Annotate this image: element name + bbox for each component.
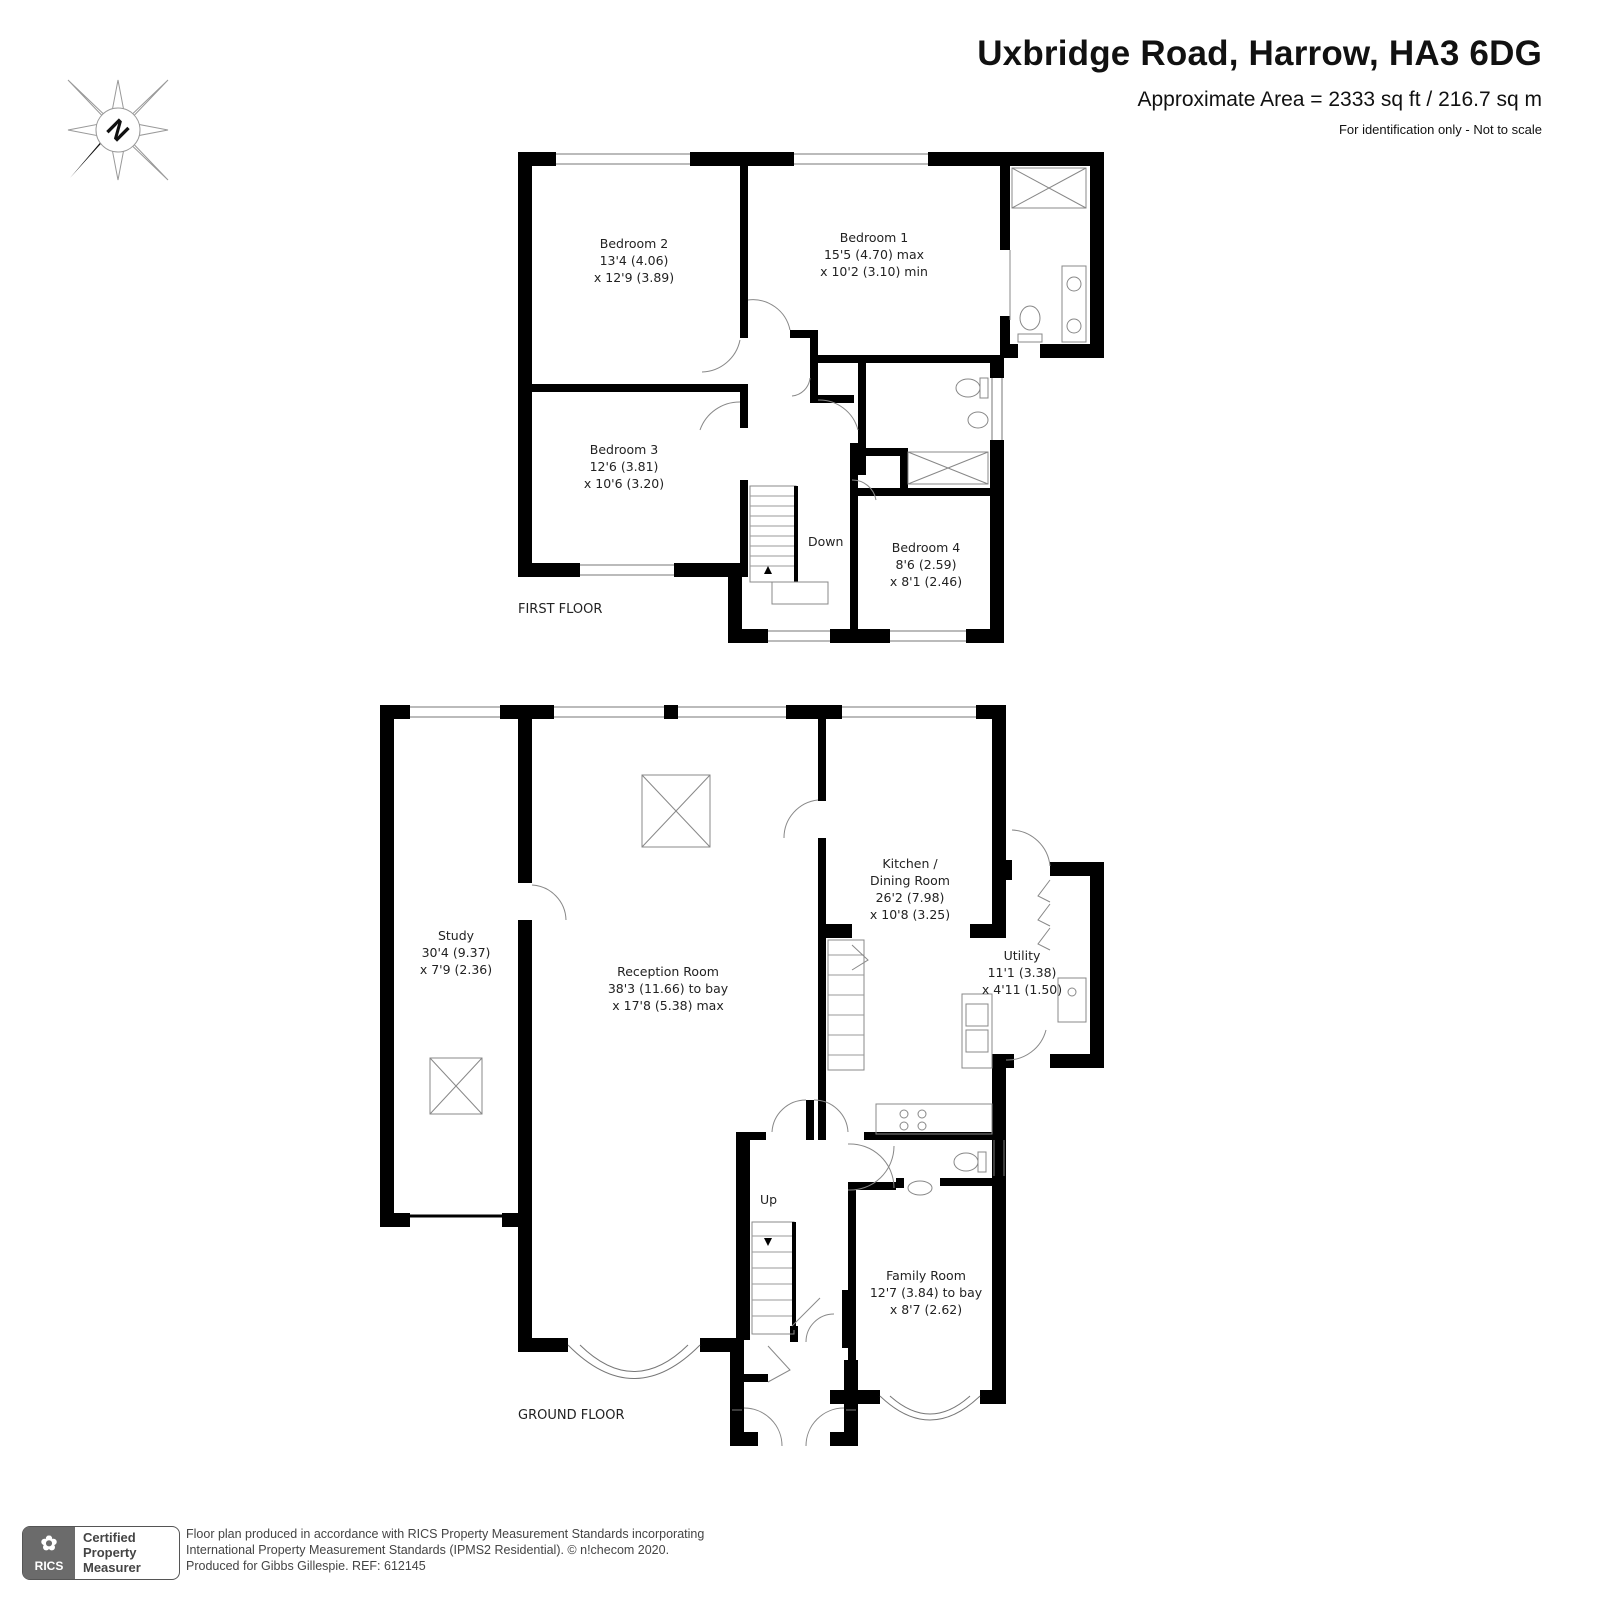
ground-floor-fixtures bbox=[429, 774, 1087, 1447]
footer-disclaimer: Floor plan produced in accordance with R… bbox=[186, 1527, 705, 1573]
svg-text:Kitchen /: Kitchen / bbox=[882, 856, 938, 871]
ground-floor-label: GROUND FLOOR bbox=[518, 1408, 624, 1423]
basin bbox=[907, 1180, 933, 1196]
svg-text:Bedroom 2: Bedroom 2 bbox=[600, 236, 668, 251]
kitchen-worktop bbox=[875, 1103, 993, 1135]
toilet bbox=[953, 1152, 979, 1172]
room-label-reception-room: Reception Room 38'3 (11.66) to bay x 17'… bbox=[608, 964, 729, 1013]
svg-text:x 10'2 (3.10) min: x 10'2 (3.10) min bbox=[820, 264, 928, 279]
basin bbox=[967, 411, 989, 429]
toilet bbox=[955, 378, 981, 398]
stairs-down-arrow bbox=[764, 566, 772, 574]
svg-text:38'3 (11.66) to bay: 38'3 (11.66) to bay bbox=[608, 981, 729, 996]
stairs-up-label: Up bbox=[760, 1192, 777, 1207]
svg-text:x 8'1 (2.46): x 8'1 (2.46) bbox=[890, 574, 962, 589]
svg-text:Utility: Utility bbox=[1004, 948, 1041, 963]
svg-text:26'2 (7.98): 26'2 (7.98) bbox=[876, 890, 945, 905]
svg-text:8'6 (2.59): 8'6 (2.59) bbox=[896, 557, 957, 572]
svg-text:x 10'8 (3.25): x 10'8 (3.25) bbox=[870, 907, 950, 922]
first-floor-label: FIRST FLOOR bbox=[518, 602, 602, 617]
stairs-down-label: Down bbox=[808, 534, 843, 549]
stairs bbox=[749, 485, 797, 583]
room-label-utility: Utility 11'1 (3.38) x 4'11 (1.50) bbox=[982, 948, 1062, 997]
svg-text:30'4 (9.37): 30'4 (9.37) bbox=[422, 945, 491, 960]
svg-text:Study: Study bbox=[438, 928, 475, 943]
utility-sink bbox=[1057, 977, 1087, 1023]
scale-disclaimer: For identification only - Not to scale bbox=[1338, 122, 1542, 137]
basin-unit bbox=[1061, 265, 1087, 343]
shower-tray bbox=[1011, 167, 1087, 209]
rics-logo: ✿ RICS bbox=[23, 1527, 75, 1579]
svg-text:13'4 (4.06): 13'4 (4.06) bbox=[600, 253, 669, 268]
badge-text: Certified Property Measurer bbox=[83, 1530, 141, 1575]
svg-text:Family Room: Family Room bbox=[886, 1268, 966, 1283]
stairs bbox=[751, 1221, 795, 1335]
toilet bbox=[1019, 305, 1041, 331]
svg-text:x 7'9 (2.36): x 7'9 (2.36) bbox=[420, 962, 492, 977]
skylight bbox=[641, 774, 711, 848]
rics-certified-badge: ✿ RICS Certified Property Measurer bbox=[22, 1526, 180, 1580]
room-label-bedroom-1: Bedroom 1 15'5 (4.70) max x 10'2 (3.10) … bbox=[820, 230, 928, 279]
stairs-up-arrow bbox=[764, 1238, 772, 1246]
room-label-kitchen-dining-room: Kitchen / Dining Room 26'2 (7.98) x 10'8… bbox=[870, 856, 950, 922]
svg-text:Bedroom 4: Bedroom 4 bbox=[892, 540, 961, 555]
rics-emblem-icon: ✿ bbox=[40, 1533, 58, 1555]
bath bbox=[907, 451, 989, 485]
svg-text:x 8'7 (2.62): x 8'7 (2.62) bbox=[890, 1302, 962, 1317]
room-label-study: Study 30'4 (9.37) x 7'9 (2.36) bbox=[420, 928, 492, 977]
svg-text:Bedroom 3: Bedroom 3 bbox=[590, 442, 658, 457]
stairs bbox=[827, 939, 865, 1071]
first-floor-walls bbox=[518, 152, 1104, 643]
first-floor-fixtures bbox=[699, 167, 1087, 605]
svg-text:Bedroom 1: Bedroom 1 bbox=[840, 230, 908, 245]
room-label-bedroom-3: Bedroom 3 12'6 (3.81) x 10'6 (3.20) bbox=[584, 442, 664, 491]
svg-text:Reception Room: Reception Room bbox=[617, 964, 719, 979]
skylight bbox=[429, 1057, 483, 1115]
svg-text:12'7 (3.84) to bay: 12'7 (3.84) to bay bbox=[870, 1285, 983, 1300]
approximate-area: Approximate Area = 2333 sq ft / 216.7 sq… bbox=[1137, 88, 1543, 111]
svg-text:x 12'9 (3.89): x 12'9 (3.89) bbox=[594, 270, 674, 285]
svg-text:x 17'8 (5.38) max: x 17'8 (5.38) max bbox=[612, 998, 723, 1013]
svg-text:x 4'11 (1.50): x 4'11 (1.50) bbox=[982, 982, 1062, 997]
ground-floor-walls bbox=[380, 705, 1104, 1446]
svg-text:15'5 (4.70) max: 15'5 (4.70) max bbox=[824, 247, 924, 262]
rics-logo-text: RICS bbox=[34, 1559, 64, 1573]
address-title: Uxbridge Road, Harrow, HA3 6DG bbox=[977, 34, 1542, 73]
svg-text:12'6 (3.81): 12'6 (3.81) bbox=[590, 459, 659, 474]
north-arrow-icon: N bbox=[67, 79, 169, 181]
kitchen-sink bbox=[965, 1003, 989, 1027]
svg-text:11'1 (3.38): 11'1 (3.38) bbox=[988, 965, 1057, 980]
room-label-bedroom-4: Bedroom 4 8'6 (2.59) x 8'1 (2.46) bbox=[890, 540, 962, 589]
room-label-family-room: Family Room 12'7 (3.84) to bay x 8'7 (2.… bbox=[870, 1268, 983, 1317]
hob bbox=[899, 1109, 909, 1119]
svg-text:x 10'6 (3.20): x 10'6 (3.20) bbox=[584, 476, 664, 491]
ground-floor-windows bbox=[410, 706, 1005, 1421]
svg-text:Dining Room: Dining Room bbox=[870, 873, 950, 888]
room-label-bedroom-2: Bedroom 2 13'4 (4.06) x 12'9 (3.89) bbox=[594, 236, 674, 285]
kitchen-worktop bbox=[961, 993, 993, 1069]
first-floor-windows bbox=[556, 153, 1003, 642]
